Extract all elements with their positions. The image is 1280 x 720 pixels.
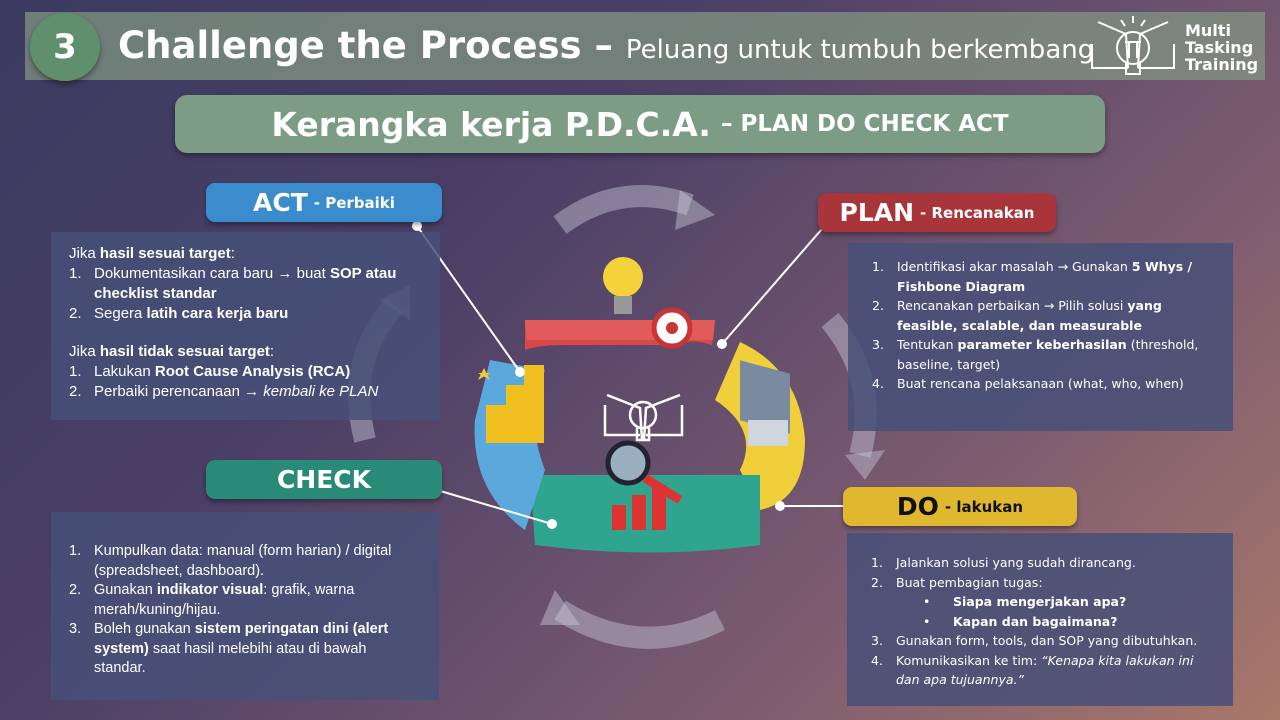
act-list-item: Jika hasil tidak sesuai target: <box>69 342 422 362</box>
plan-list-item: 4. Buat rencana pelaksanaan (what, who, w… <box>872 374 1209 394</box>
banner-main: Kerangka kerja P.D.C.A. <box>271 104 711 144</box>
text-run: SOP atau checklist standar <box>94 265 397 302</box>
text-run: Tentukan <box>897 337 958 352</box>
list-marker: 3. <box>69 621 82 637</box>
act-content-box: Jika hasil sesuai target:1.Dokumentasika… <box>51 232 440 420</box>
check-list-item: 1. Kumpulkan data: manual (form harian) /… <box>69 542 421 581</box>
list-marker: 2. <box>69 383 82 400</box>
list-marker: 2. <box>69 582 82 598</box>
bar-chart-up-icon <box>478 365 544 443</box>
text-run: Kapan dan bagaimana? <box>953 613 1118 629</box>
plan-list-item: 1. Identifikasi akar masalah → Gunakan 5 … <box>872 257 1209 296</box>
text-run: Kumpulkan data: manual (form harian) / d… <box>94 543 392 579</box>
act-list-item: 1. Dokumentasikan cara baru → buat SOP at… <box>69 264 422 304</box>
list-marker: • <box>923 613 931 629</box>
text-run: : <box>269 343 275 360</box>
text-run: Siapa mengerjakan apa? <box>953 594 1127 609</box>
list-marker: 2. <box>69 305 82 322</box>
do-list-item: • Siapa mengerjakan apa? <box>871 592 1209 612</box>
plan-label: PLAN- Rencanakan <box>818 193 1056 232</box>
target-icon <box>651 307 693 349</box>
pdca-banner: Kerangka kerja P.D.C.A. – PLAN DO CHECK A… <box>175 95 1105 153</box>
text-run: Identifikasi akar masalah → Gunakan <box>897 259 1132 274</box>
plan-content-box: 1. Identifikasi akar masalah → Gunakan 5 … <box>848 243 1233 431</box>
banner-sub: – PLAN DO CHECK ACT <box>720 111 1009 137</box>
act-list-item: 2. Segera latih cara kerja baru <box>69 304 422 324</box>
list-marker: 1. <box>872 259 884 274</box>
list-marker: 3. <box>872 337 884 352</box>
text-run: Jika <box>69 245 100 262</box>
do-list-item: 2. Buat pembagian tugas: <box>871 573 1209 593</box>
text-run: saat hasil melebihi atau di bawah standa… <box>94 640 367 677</box>
do-list-item: 3. Gunakan form, tools, dan SOP yang dibu… <box>871 631 1209 651</box>
plan-list-item: 3. Tentukan parameter keberhasilan (thres… <box>872 335 1209 374</box>
text-run: latih cara kerja baru <box>146 305 289 322</box>
check-list-item: 2. Gunakan indikator visual: grafik, warn… <box>69 581 421 620</box>
text-run: : <box>230 245 235 262</box>
do-list-item: • Kapan dan bagaimana? <box>871 612 1209 632</box>
text-run: Gunakan form, tools, dan SOP yang dibutu… <box>896 633 1198 648</box>
text-run: sistem peringatan dini (alert system) <box>94 621 389 657</box>
text-run: Gunakan <box>94 582 157 598</box>
lightbulb-icon <box>603 257 643 314</box>
do-content-box: 1. Jalankan solusi yang sudah dirancang. 2… <box>847 533 1233 706</box>
section-number-badge: 3 <box>30 13 100 81</box>
list-marker: 1. <box>69 363 82 380</box>
list-marker: 2. <box>872 298 884 313</box>
text-run: Rencanakan perbaikan → Pilih solusi <box>897 298 1128 313</box>
text-run: Komunikasikan ke tim: <box>896 652 1042 668</box>
text-run: Dokumentasikan cara baru → buat <box>94 265 330 282</box>
list-marker: 2. <box>871 574 883 590</box>
text-run: Root Cause Analysis (RCA) <box>154 363 351 380</box>
text-run: hasil sesuai target <box>99 245 231 262</box>
laptop-icon <box>740 360 790 446</box>
list-marker: 1. <box>69 543 82 559</box>
center-logo-icon <box>603 393 684 442</box>
text-run: yang feasible, scalable, dan measurable <box>897 298 1162 333</box>
text-run: indikator visual <box>156 582 264 598</box>
do-label: DO- lakukan <box>843 487 1077 526</box>
list-marker: • <box>923 594 931 609</box>
arrow-top <box>553 185 694 234</box>
list-marker: 4. <box>871 652 883 668</box>
text-run: Buat pembagian tugas: <box>896 574 1043 590</box>
check-content-box: 1. Kumpulkan data: manual (form harian) /… <box>51 512 439 700</box>
text-run: Buat rencana pelaksanaan (what, who, whe… <box>897 376 1184 391</box>
text-run: (threshold, baseline, target) <box>897 337 1199 372</box>
list-marker: 1. <box>69 265 82 282</box>
magnifier-chart-icon <box>605 440 683 530</box>
text-run: Jalankan solusi yang sudah dirancang. <box>896 555 1136 570</box>
text-run: Jika <box>69 343 100 360</box>
list-marker: 1. <box>871 555 883 570</box>
logo-book-bulb-icon <box>1091 16 1175 75</box>
do-list-item: 4. Komunikasikan ke tim: “Kenapa kita lak… <box>871 651 1209 690</box>
act-list-item: Jika hasil sesuai target: <box>69 244 422 264</box>
title-main: Challenge the Process – <box>118 24 613 67</box>
check-list-item: 3. Boleh gunakan sistem peringatan dini (… <box>69 620 421 679</box>
arrow-bottom <box>554 600 725 649</box>
text-run: “Kenapa kita lakukan ini dan apa tujuann… <box>896 652 1194 688</box>
text-run: kembali ke PLAN <box>263 383 379 400</box>
text-run: Boleh gunakan <box>94 621 195 637</box>
text-run: parameter keberhasilan <box>957 337 1127 352</box>
plan-list-item: 2. Rencanakan perbaikan → Pilih solusi ya… <box>872 296 1209 335</box>
text-run: Lakukan <box>94 363 155 380</box>
check-label: CHECK <box>206 460 442 499</box>
spacer <box>69 324 422 342</box>
text-run: Segera <box>94 305 147 322</box>
act-list-item: 2. Perbaiki perencanaan → kembali ke PLAN <box>69 382 422 402</box>
text-run: Perbaiki perencanaan → <box>94 383 264 400</box>
list-marker: 3. <box>871 633 883 648</box>
act-list-item: 1. Lakukan Root Cause Analysis (RCA) <box>69 362 422 382</box>
text-run: : grafik, warna merah/kuning/hijau. <box>94 582 355 618</box>
do-list-item: 1. Jalankan solusi yang sudah dirancang. <box>871 553 1209 573</box>
slide-title: Challenge the Process – Peluang untuk tu… <box>118 24 1094 67</box>
list-marker: 4. <box>872 376 884 391</box>
header-bar <box>25 12 1265 80</box>
title-subtitle: Peluang untuk tumbuh berkembang <box>625 35 1095 65</box>
text-run: 5 Whys / Fishbone Diagram <box>897 259 1193 294</box>
act-label: ACT- Perbaiki <box>206 183 442 222</box>
text-run: hasil tidak sesuai target <box>99 343 270 360</box>
